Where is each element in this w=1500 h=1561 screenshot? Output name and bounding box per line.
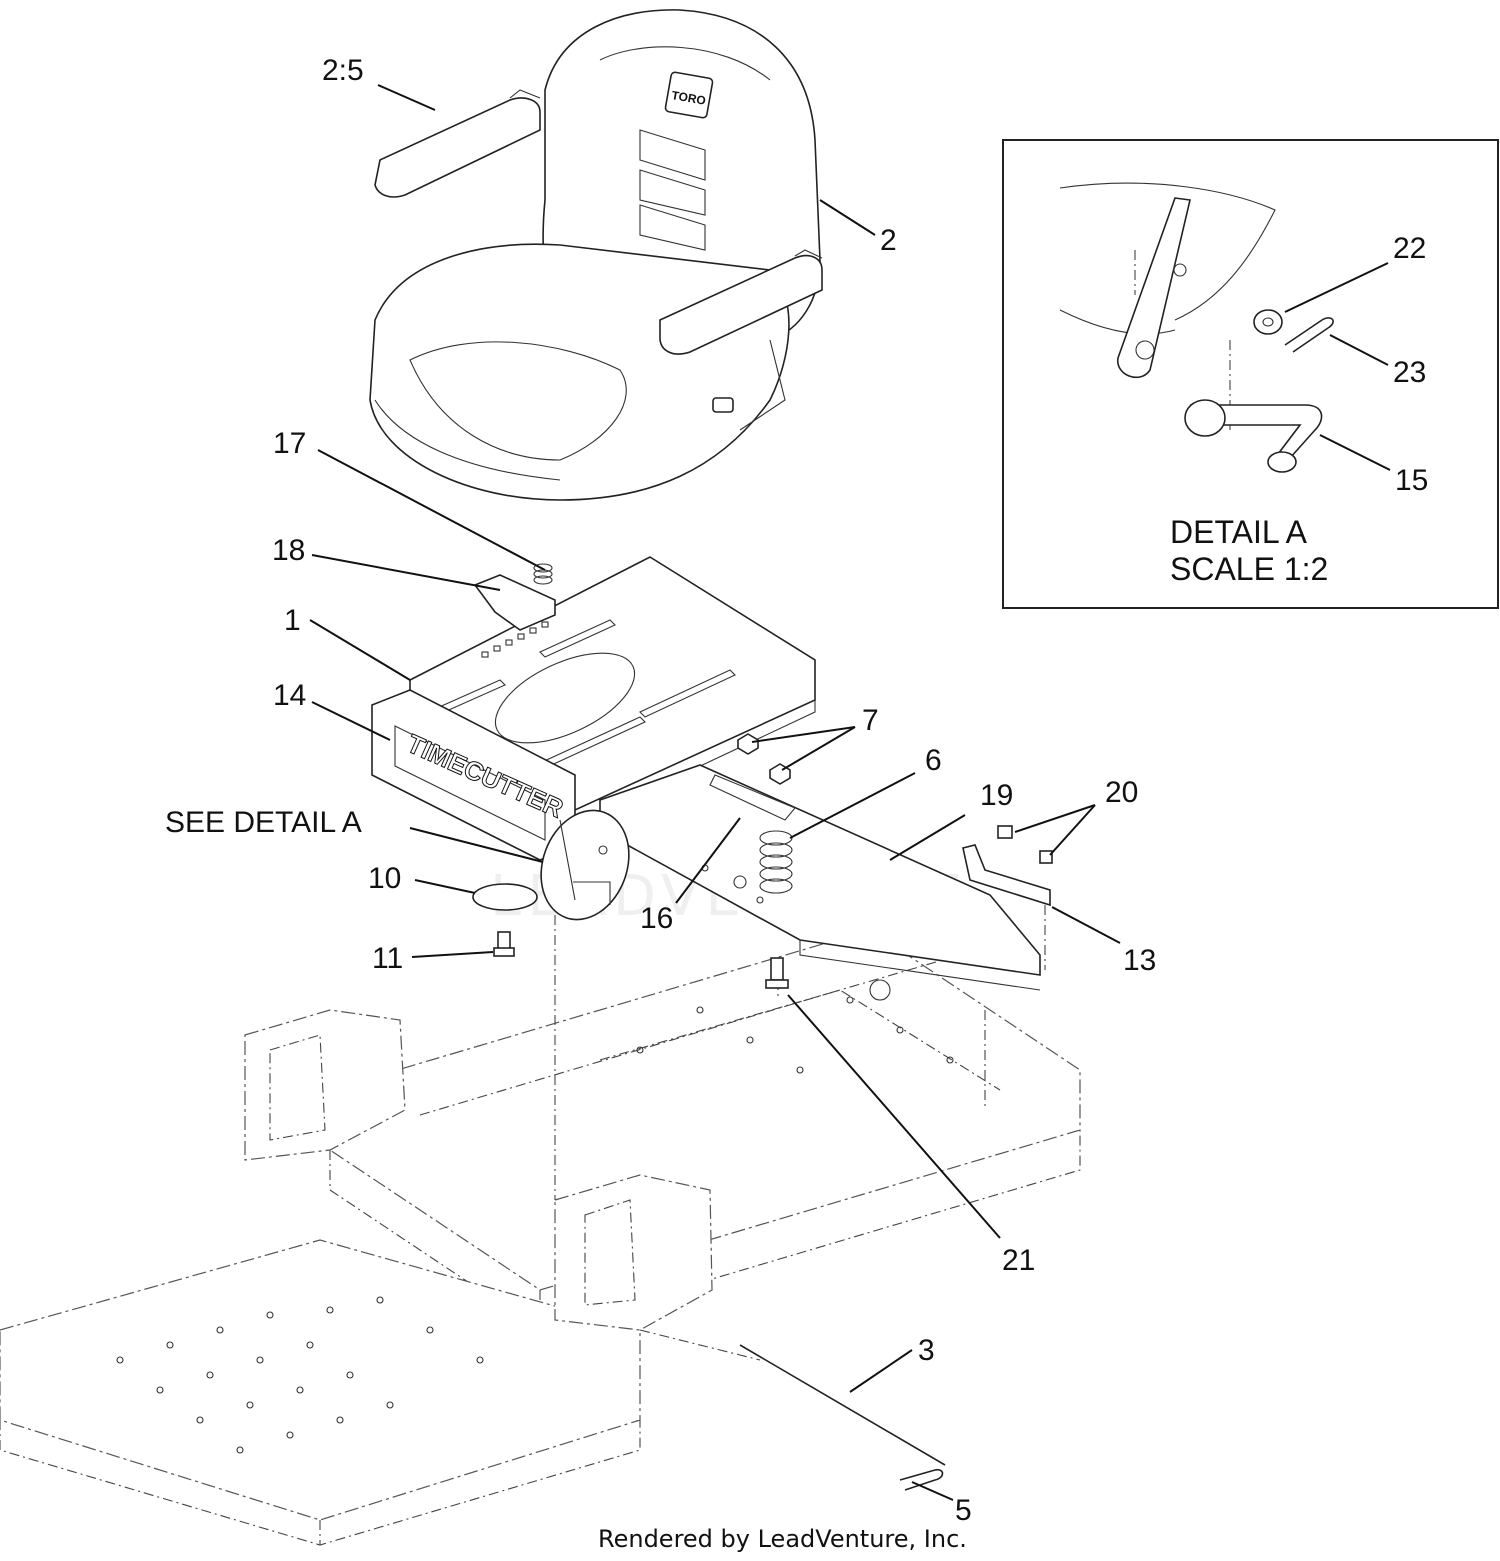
seat: TORO bbox=[369, 9, 823, 501]
callout-19: 19 bbox=[980, 779, 1013, 812]
callout-2-5: 2:5 bbox=[322, 54, 364, 87]
callout-2: 2 bbox=[880, 224, 897, 257]
callout-17: 17 bbox=[273, 427, 306, 460]
footer-credit: Rendered by LeadVenture, Inc. bbox=[598, 1525, 967, 1553]
callout-18: 18 bbox=[272, 534, 305, 567]
callout-16: 16 bbox=[640, 902, 673, 935]
callout-5: 5 bbox=[955, 1494, 972, 1527]
detail-a-title: DETAIL A bbox=[1170, 514, 1308, 550]
callout-20: 20 bbox=[1105, 776, 1138, 809]
callout-14: 14 bbox=[273, 679, 306, 712]
callout-22: 22 bbox=[1393, 232, 1426, 265]
callout-6: 6 bbox=[925, 744, 942, 777]
callout-labels: 2:5 2 17 18 1 14 7 6 19 20 SEE DETAIL A … bbox=[165, 54, 1428, 1527]
seat-plate: TIMECUTTER bbox=[371, 556, 816, 861]
bolt-11 bbox=[493, 931, 515, 957]
callout-3: 3 bbox=[918, 1334, 935, 1367]
washer bbox=[472, 883, 538, 911]
callout-15: 15 bbox=[1395, 464, 1428, 497]
frame-phantom bbox=[0, 815, 1081, 1546]
leader-lines bbox=[309, 84, 1391, 1501]
callout-10: 10 bbox=[368, 862, 401, 895]
seat-badge-text: TORO bbox=[671, 88, 707, 108]
callout-11: 11 bbox=[372, 942, 403, 975]
callout-7: 7 bbox=[862, 704, 879, 737]
seat-mount-bracket bbox=[599, 733, 1053, 991]
callout-13: 13 bbox=[1123, 944, 1156, 977]
detail-a-scale: SCALE 1:2 bbox=[1170, 551, 1328, 587]
callout-23: 23 bbox=[1393, 356, 1426, 389]
pin-rod bbox=[739, 1344, 946, 1466]
callout-1: 1 bbox=[284, 604, 301, 637]
detail-a-box: DETAIL A SCALE 1:2 bbox=[1002, 139, 1499, 609]
detail-a-circle bbox=[540, 809, 630, 921]
hairpin-clip bbox=[899, 1468, 944, 1491]
callout-21: 21 bbox=[1002, 1244, 1035, 1277]
callout-see-detail-a: SEE DETAIL A bbox=[165, 806, 362, 839]
